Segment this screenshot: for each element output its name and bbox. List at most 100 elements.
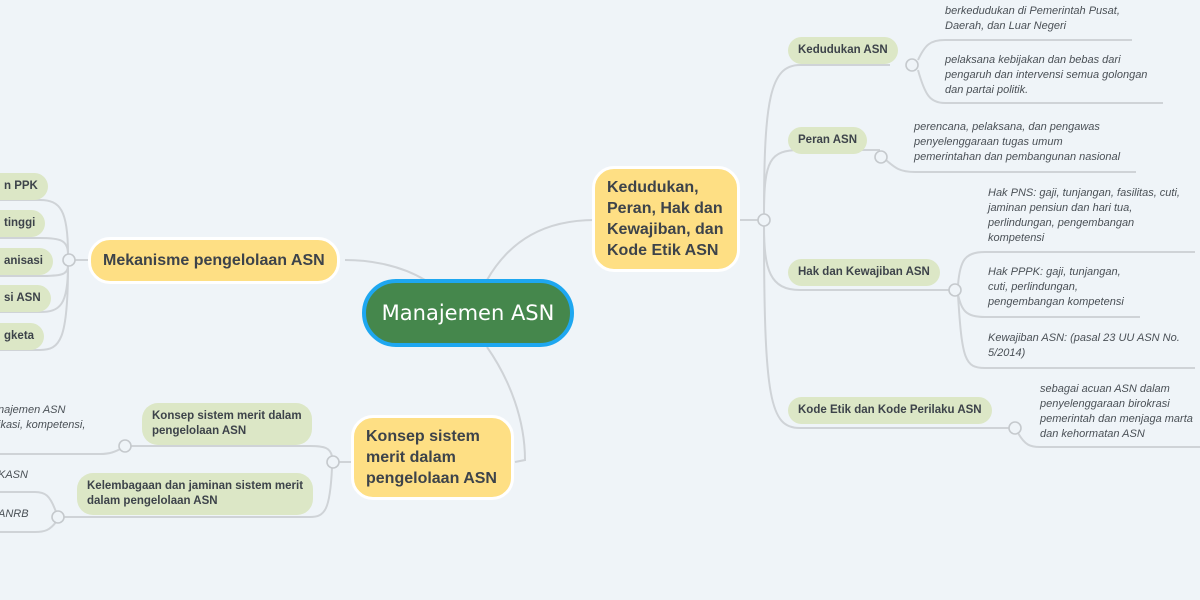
link-merit-kelembagaan — [62, 467, 333, 518]
branch-label: Mekanisme pengelolaan ASN — [103, 252, 325, 269]
link-kedudukan-leaf-2 — [917, 69, 1163, 104]
collapse-knob[interactable] — [118, 439, 132, 453]
link-kode-leaf — [1017, 432, 1200, 448]
leaf-line: dan partai politik. — [945, 84, 1029, 96]
leaf-line: 5/2014) — [988, 347, 1026, 359]
branch-label-line: Konsep sistem — [366, 428, 480, 445]
link-peran-leaf — [885, 159, 1136, 173]
leaf-line: pengembangan kompetensi — [988, 296, 1124, 308]
branch-merit[interactable]: Konsep sistem merit dalam pengelolaan AS… — [351, 415, 514, 500]
leaf-line: Daerah, dan Luar Negeri — [945, 20, 1067, 32]
sub-mekanisme-4[interactable]: si ASN — [0, 285, 51, 312]
leaf-peran[interactable]: perencana, pelaksana, dan pengawas penye… — [914, 120, 1120, 165]
link-hub-kedudukan-asn — [763, 64, 890, 215]
link-mek-2 — [0, 237, 69, 255]
link-hak-leaf-1 — [957, 251, 1195, 286]
sub-kode-etik[interactable]: Kode Etik dan Kode Perilaku ASN — [788, 397, 992, 424]
sub-label: tinggi — [4, 217, 36, 229]
leaf-line: penyelenggaraan tugas umum — [914, 136, 1063, 148]
sub-label: Kedudukan ASN — [798, 44, 888, 56]
collapse-knob[interactable] — [1008, 421, 1022, 435]
link-hub-kode — [763, 225, 1018, 429]
link-root-kedudukan — [486, 219, 596, 281]
sub-label-line: dalam pengelolaan ASN — [87, 495, 218, 507]
leaf-line: ikasi, kompetensi, — [0, 419, 86, 431]
sub-label: Kode Etik dan Kode Perilaku ASN — [798, 404, 982, 416]
sub-konsep-merit[interactable]: Konsep sistem merit dalam pengelolaan AS… — [142, 403, 312, 445]
collapse-knob[interactable] — [62, 253, 76, 267]
leaf-line: penyelenggaraan birokrasi — [1040, 398, 1170, 410]
leaf-line: pemerintah dan menjaga marta — [1040, 413, 1193, 425]
branch-kedudukan[interactable]: Kedudukan, Peran, Hak dan Kewajiban, dan… — [592, 166, 740, 272]
leaf-line: perencana, pelaksana, dan pengawas — [914, 121, 1100, 133]
sub-peran-asn[interactable]: Peran ASN — [788, 127, 868, 154]
leaf-line: Kewajiban ASN: (pasal 23 UU ASN No. — [988, 332, 1180, 344]
link-kedudukan-leaf-1 — [917, 39, 1132, 61]
link-konsep-leaf — [0, 446, 125, 455]
leaf-kewajiban[interactable]: Kewajiban ASN: (pasal 23 UU ASN No. 5/20… — [988, 331, 1180, 361]
leaf-kode-etik[interactable]: sebagai acuan ASN dalam penyelenggaraan … — [1040, 382, 1193, 442]
leaf-line: pelaksana kebijakan dan bebas dari — [945, 54, 1121, 66]
leaf-line: dan kehormatan ASN — [1040, 428, 1145, 440]
sub-kelembagaan[interactable]: Kelembagaan dan jaminan sistem merit dal… — [77, 473, 314, 515]
root-node[interactable]: Manajemen ASN — [362, 279, 574, 347]
sub-label-line: pengelolaan ASN — [152, 425, 247, 437]
leaf-kedudukan-1[interactable]: berkedudukan di Pemerintah Pusat, Daerah… — [945, 4, 1120, 34]
sub-hak-kewajiban[interactable]: Hak dan Kewajiban ASN — [788, 259, 940, 286]
link-root-mekanisme — [344, 259, 426, 281]
leaf-line: berkedudukan di Pemerintah Pusat, — [945, 5, 1120, 17]
collapse-knob[interactable] — [874, 150, 888, 164]
leaf-anrb[interactable]: ANRB — [0, 507, 29, 522]
leaf-line: jaminan pensiun dan hari tua, — [988, 202, 1133, 214]
link-kelembagaan-leaf-2 — [0, 521, 57, 533]
leaf-line: pemerintahan dan pembangunan nasional — [914, 151, 1121, 163]
branch-label-line: Peran, Hak dan — [607, 200, 723, 217]
sub-label: Peran ASN — [798, 134, 858, 146]
root-label: Manajemen ASN — [381, 301, 555, 325]
sub-label-line: Konsep sistem merit dalam — [152, 410, 302, 422]
leaf-line: kompetensi — [988, 232, 1045, 244]
sub-label-line: Kelembagaan dan jaminan sistem merit — [87, 480, 304, 492]
sub-mekanisme-5[interactable]: gketa — [0, 323, 45, 350]
link-mek-5 — [0, 265, 69, 351]
leaf-line: najemen ASN — [0, 404, 66, 416]
collapse-knob[interactable] — [905, 58, 919, 72]
link-hak-leaf-3 — [957, 294, 1195, 369]
collapse-knob[interactable] — [326, 455, 340, 469]
link-merit-konsep — [130, 445, 333, 457]
branch-label-line: pengelolaan ASN — [366, 470, 497, 487]
branch-label-line: Kode Etik ASN — [607, 242, 719, 259]
link-root-merit — [486, 346, 527, 463]
leaf-line: pengaruh dan intervensi semua golongan — [945, 69, 1148, 81]
sub-label: gketa — [4, 330, 35, 342]
sub-label: Hak dan Kewajiban ASN — [798, 266, 930, 278]
sub-label: n PPK — [4, 180, 38, 192]
branch-label-line: merit dalam — [366, 449, 456, 466]
sub-label: si ASN — [4, 292, 41, 304]
sub-mekanisme-2[interactable]: tinggi — [0, 210, 46, 237]
branch-label-line: Kedudukan, — [607, 179, 699, 196]
link-kelembagaan-leaf-1 — [0, 491, 57, 513]
sub-label: anisasi — [4, 255, 43, 267]
leaf-konsep[interactable]: najemen ASN ikasi, kompetensi, — [0, 403, 85, 433]
leaf-hak-pns[interactable]: Hak PNS: gaji, tunjangan, fasilitas, cut… — [988, 186, 1180, 246]
leaf-line: ANRB — [0, 508, 29, 520]
sub-mekanisme-3[interactable]: anisasi — [0, 248, 53, 275]
leaf-line: perlindungan, pengembangan — [988, 217, 1135, 229]
collapse-knob[interactable] — [757, 213, 771, 227]
collapse-knob[interactable] — [51, 510, 65, 524]
sub-mekanisme-1[interactable]: n PPK — [0, 173, 48, 200]
sub-kedudukan-asn[interactable]: Kedudukan ASN — [788, 37, 898, 64]
leaf-line: sebagai acuan ASN dalam — [1040, 383, 1170, 395]
collapse-knob[interactable] — [948, 283, 962, 297]
link-hub-peran — [763, 149, 880, 215]
branch-mekanisme[interactable]: Mekanisme pengelolaan ASN — [88, 237, 340, 284]
link-mek-1 — [0, 199, 69, 255]
leaf-line: Hak PNS: gaji, tunjangan, fasilitas, cut… — [988, 187, 1180, 199]
leaf-line: cuti, perlindungan, — [988, 281, 1078, 293]
leaf-kedudukan-2[interactable]: pelaksana kebijakan dan bebas dari penga… — [945, 53, 1147, 98]
leaf-line: Hak PPPK: gaji, tunjangan, — [988, 266, 1121, 278]
leaf-hak-pppk[interactable]: Hak PPPK: gaji, tunjangan, cuti, perlind… — [988, 265, 1124, 310]
leaf-kasn[interactable]: KASN — [0, 468, 28, 483]
